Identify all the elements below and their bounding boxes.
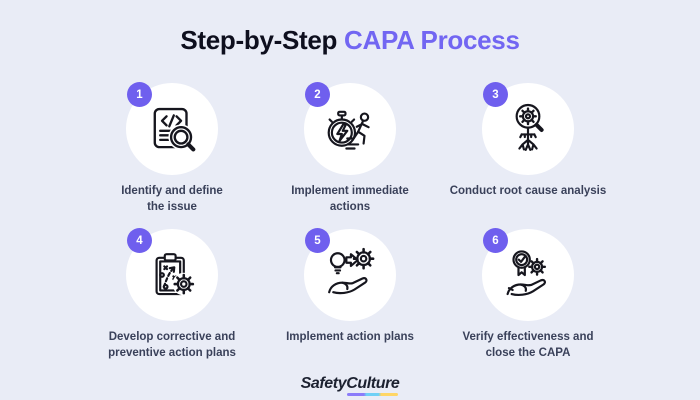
logo-culture-text: Culture: [346, 375, 400, 392]
step-3: 3: [439, 82, 617, 215]
award-badge-gear-hand-icon: [506, 250, 547, 297]
step-6-icon-wrap: 6: [482, 228, 574, 322]
step-2-icon-wrap: 2: [304, 82, 396, 175]
step-3-label: Conduct root cause analysis: [449, 185, 607, 197]
lightbulb-arrow-gear-hand-icon: [328, 248, 375, 295]
step-6-label: Verify effectiveness and close the CAPA: [462, 331, 594, 360]
step-4-icon-wrap: 4: [126, 228, 218, 322]
step-4: 4: [83, 228, 261, 361]
step-1-icon-circle: [126, 83, 218, 175]
step-4-number-badge: 4: [127, 228, 152, 254]
step-1-icon-wrap: 1: [126, 82, 218, 175]
logo-safety-text: Safety: [300, 375, 347, 392]
step-2-label: Implement immediate actions: [291, 185, 409, 214]
stopwatch-lightning-runner-icon: [327, 110, 370, 150]
step-1-label: Identify and define the issue: [121, 185, 223, 214]
step-6-number-badge: 6: [483, 228, 508, 254]
step-5: 5: [261, 228, 439, 361]
step-5-number-badge: 5: [305, 228, 330, 254]
logo-culture-wrap: Culture: [346, 375, 400, 396]
magnifier-gear-roots-icon: [515, 103, 544, 151]
step-1: 1 Id: [83, 82, 261, 215]
steps-grid: 1 Id: [83, 82, 617, 361]
step-2-number-badge: 2: [305, 82, 330, 107]
clipboard-strategy-gear-icon: [155, 253, 196, 296]
step-3-icon-wrap: 3: [482, 82, 574, 175]
logo-underline: [347, 393, 399, 396]
document-code-magnifier-icon: [153, 107, 196, 152]
step-5-label: Implement action plans: [286, 331, 414, 344]
step-6-icon-circle: [482, 229, 574, 322]
title-accent: CAPA Process: [344, 25, 520, 55]
step-2: 2: [261, 82, 439, 215]
step-6: 6: [439, 228, 617, 361]
step-4-label: Develop corrective and preventive action…: [108, 331, 236, 360]
title-prefix: Step-by-Step: [180, 25, 338, 55]
step-5-icon-wrap: 5: [304, 228, 396, 322]
page-title: Step-by-Step CAPA Process: [180, 25, 520, 56]
step-3-icon-circle: [482, 83, 574, 175]
step-1-number-badge: 1: [127, 82, 152, 107]
step-3-number-badge: 3: [483, 82, 508, 107]
